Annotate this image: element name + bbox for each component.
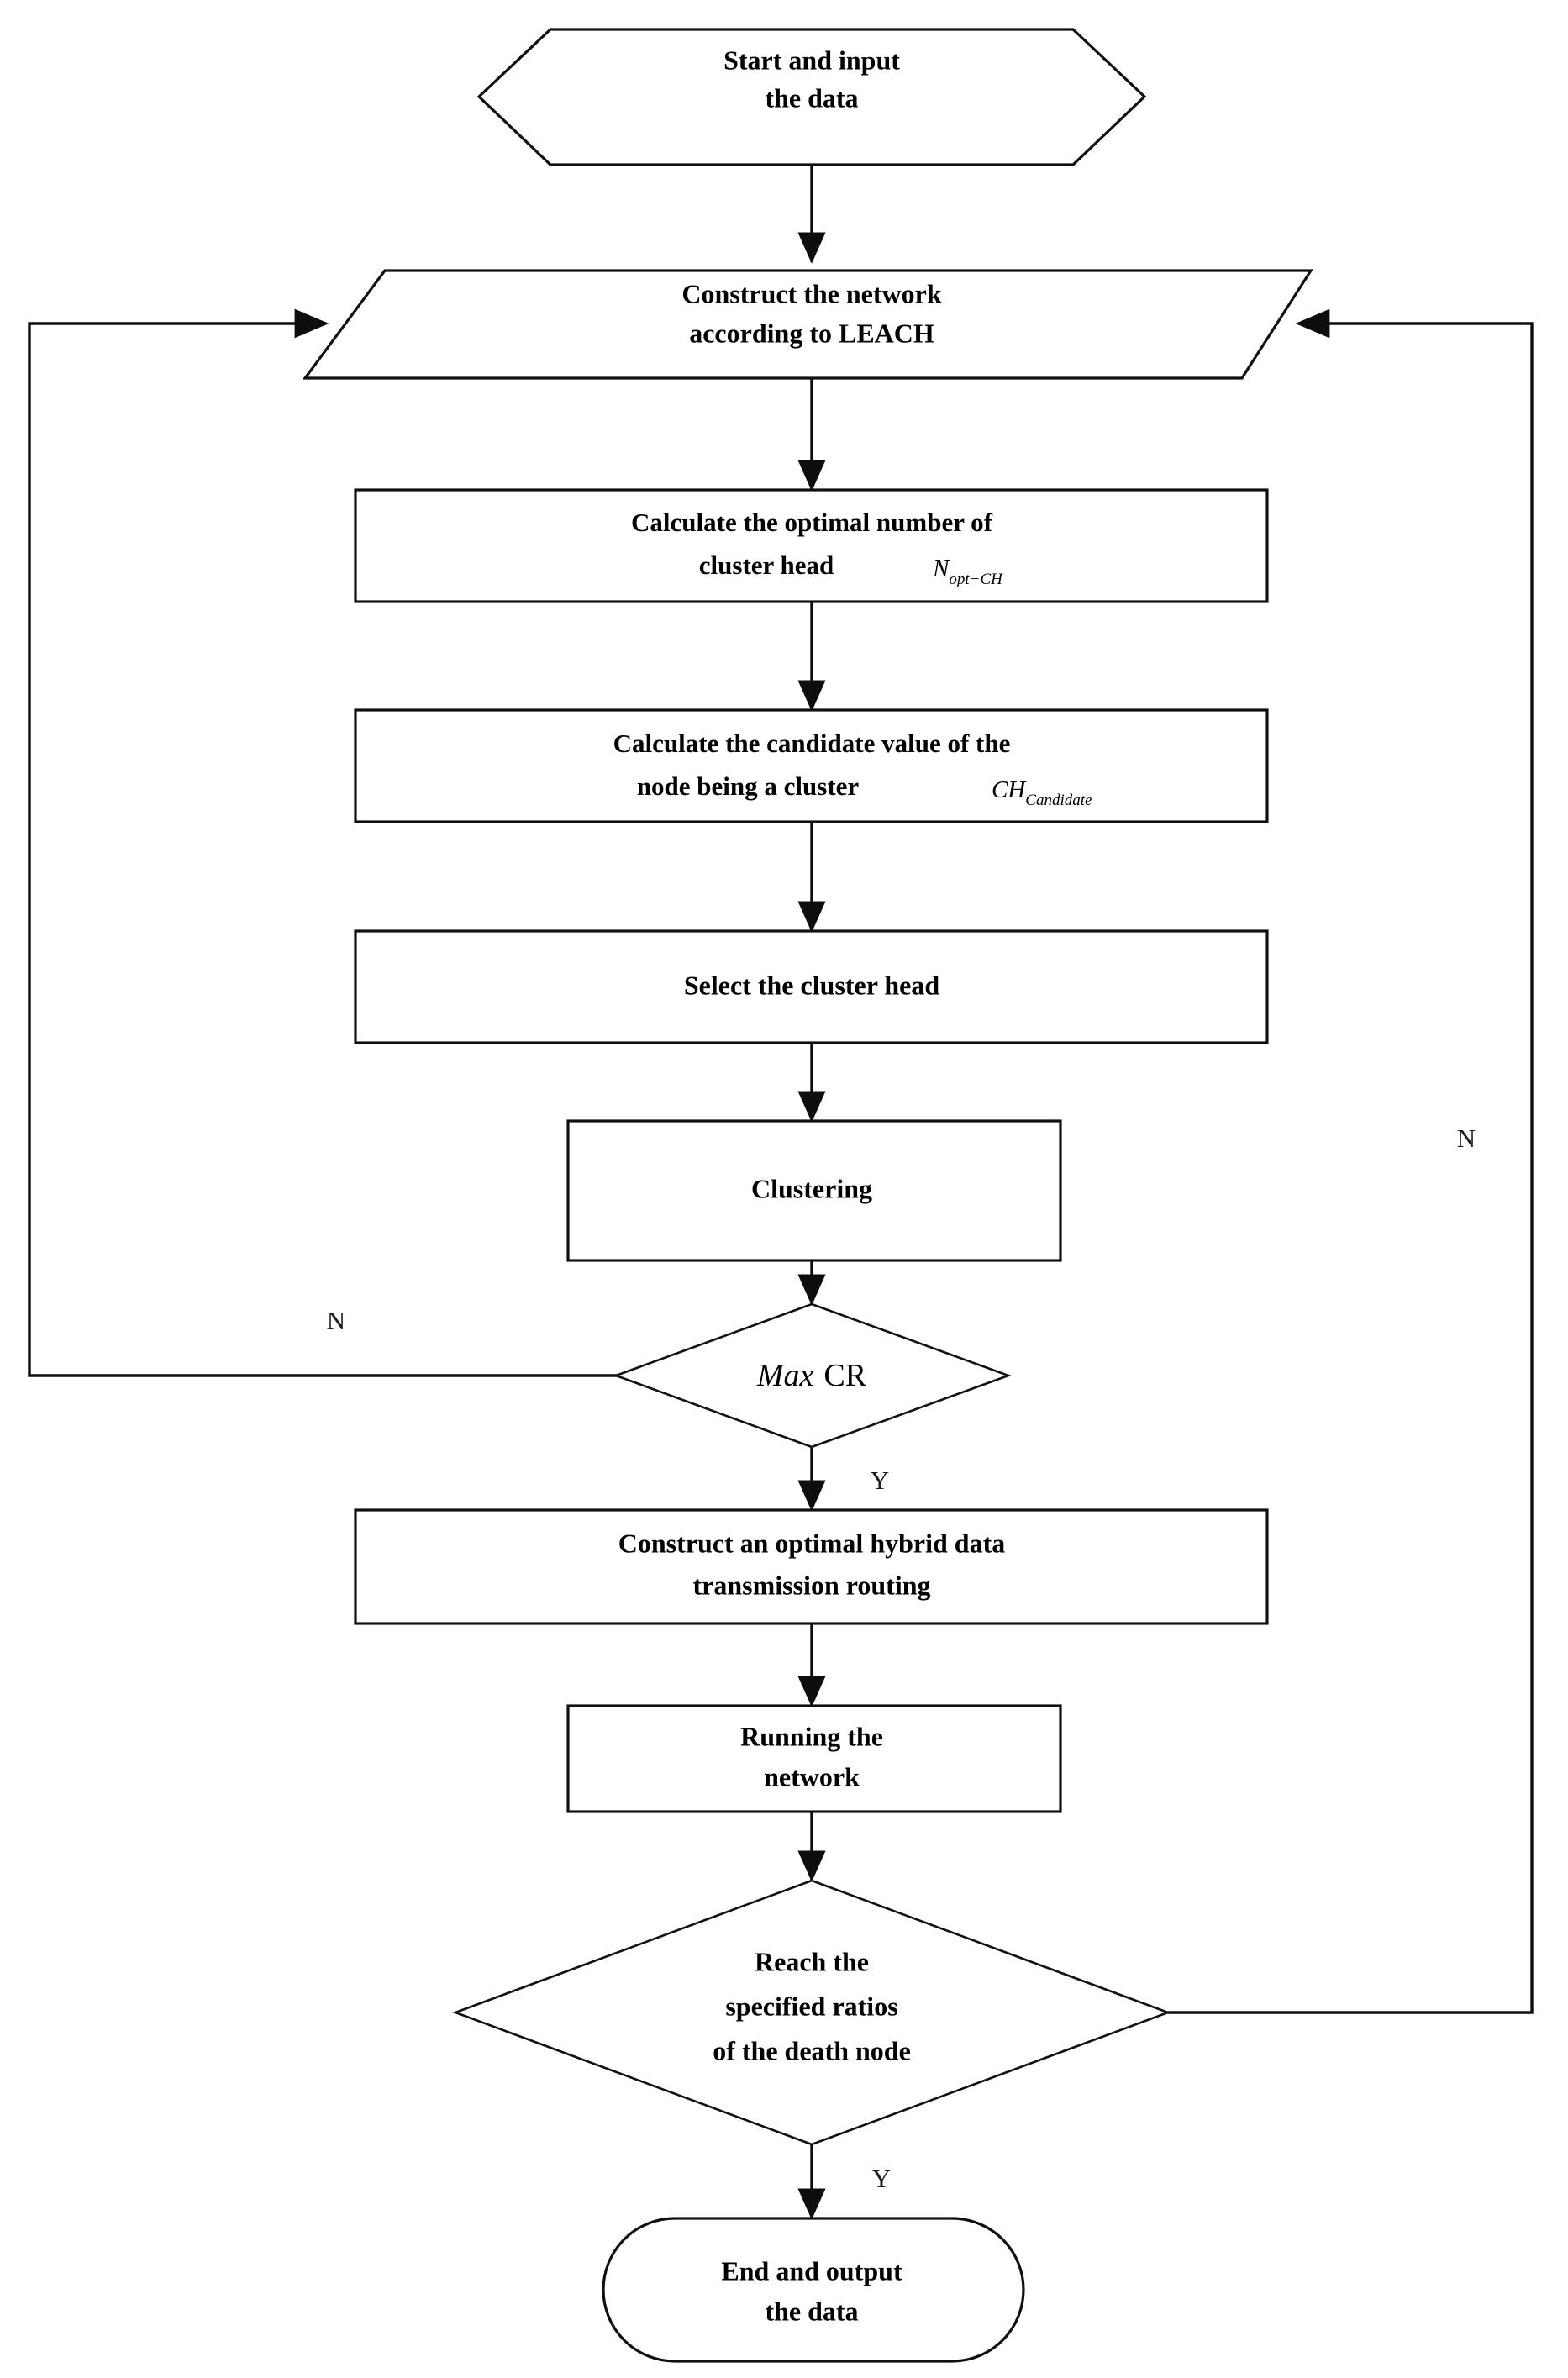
branch-label-max-cr-no: N xyxy=(327,1306,345,1335)
node-start-shape[interactable] xyxy=(476,28,1147,166)
node-select-ch-shape[interactable] xyxy=(354,929,1269,1044)
node-reach-ratios-shape[interactable] xyxy=(452,1879,1171,2146)
node-select-ch-label: Select the cluster head xyxy=(684,970,939,1000)
node-calc-optimal-math: Nopt−CH xyxy=(932,555,1003,588)
node-calc-optimal-label-line1: Calculate the optimal number of xyxy=(631,508,993,537)
node-construct-routing-label-line1: Construct an optimal hybrid data xyxy=(618,1528,1006,1558)
node-end-label-line2: the data xyxy=(765,2296,858,2326)
branch-label-reach-ratios-no: N xyxy=(1457,1123,1476,1153)
node-calc-candidate-shape[interactable] xyxy=(354,708,1269,823)
node-calc-optimal-math-base: N xyxy=(932,555,950,582)
node-start-label-line2: the data xyxy=(765,82,858,113)
node-reach-ratios-label-line2: specified ratios xyxy=(725,1991,897,2021)
node-max-cr-shape[interactable] xyxy=(613,1302,1012,1449)
node-construct-network-label-line2: according to LEACH xyxy=(689,318,934,348)
node-clustering-label: Clustering xyxy=(751,1173,872,1203)
node-reach-ratios-label-line1: Reach the xyxy=(755,1946,869,1976)
node-start-label-line1: Start and input xyxy=(723,45,900,75)
node-max-cr-label-italic: Max xyxy=(756,1358,814,1393)
node-calc-candidate-label-line2: node being a cluster xyxy=(637,771,860,801)
node-calc-optimal-shape[interactable] xyxy=(354,488,1269,603)
node-construct-routing-shape[interactable] xyxy=(354,1508,1269,1625)
branch-label-reach-ratios-yes: Y xyxy=(872,2164,891,2193)
node-end-shape[interactable] xyxy=(602,2217,1025,2363)
node-max-cr-label-roman: CR xyxy=(823,1358,866,1393)
node-running-network-label-line1: Running the xyxy=(740,1721,883,1751)
node-construct-network-label-line1: Construct the network xyxy=(681,278,942,308)
node-calc-candidate-label-line1: Calculate the candidate value of the xyxy=(613,729,1011,758)
node-calc-optimal-label-line2: cluster head xyxy=(699,550,834,580)
node-calc-candidate-math-base: CH xyxy=(992,776,1027,803)
node-calc-optimal-math-subscript: opt−CH xyxy=(949,571,1003,588)
connector-reach-ratios-no-feedback xyxy=(1168,308,1534,2014)
node-max-cr-label: Max CR xyxy=(756,1358,867,1393)
node-calc-candidate-math: CHCandidate xyxy=(992,776,1092,809)
branch-label-max-cr-yes: Y xyxy=(871,1465,889,1495)
connector-max-cr-no-feedback xyxy=(28,308,692,1377)
node-running-network-shape[interactable] xyxy=(566,1704,1062,1813)
node-clustering-shape[interactable] xyxy=(566,1119,1062,1262)
node-running-network-label-line2: network xyxy=(764,1761,860,1791)
node-end-label-line1: End and output xyxy=(721,2255,902,2286)
node-construct-network-shape[interactable] xyxy=(302,269,1313,380)
node-calc-candidate-math-subscript: Candidate xyxy=(1025,792,1092,809)
node-reach-ratios-label-line3: of the death node xyxy=(713,2035,911,2065)
node-construct-routing-label-line2: transmission routing xyxy=(692,1570,930,1600)
